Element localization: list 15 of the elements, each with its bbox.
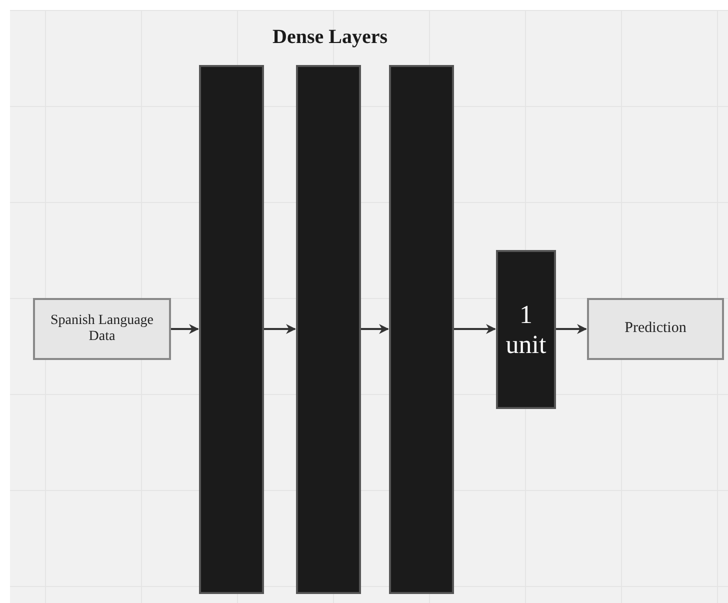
- node-label: 1 unit: [504, 300, 548, 360]
- layer-bar: [389, 65, 454, 594]
- arrow: [264, 324, 296, 334]
- diagram-title: Dense Layers: [272, 26, 388, 49]
- process-box: [587, 298, 724, 360]
- node-label: Spanish Language Data: [49, 312, 155, 346]
- node-label: Prediction: [624, 320, 686, 338]
- layer-bar: [199, 65, 264, 594]
- process-box: [33, 298, 171, 360]
- arrow: [361, 324, 389, 334]
- arrow: [454, 324, 496, 334]
- arrow: [556, 324, 587, 334]
- arrow: [171, 324, 199, 334]
- layer-bar: [296, 65, 361, 594]
- process-box: [496, 250, 556, 409]
